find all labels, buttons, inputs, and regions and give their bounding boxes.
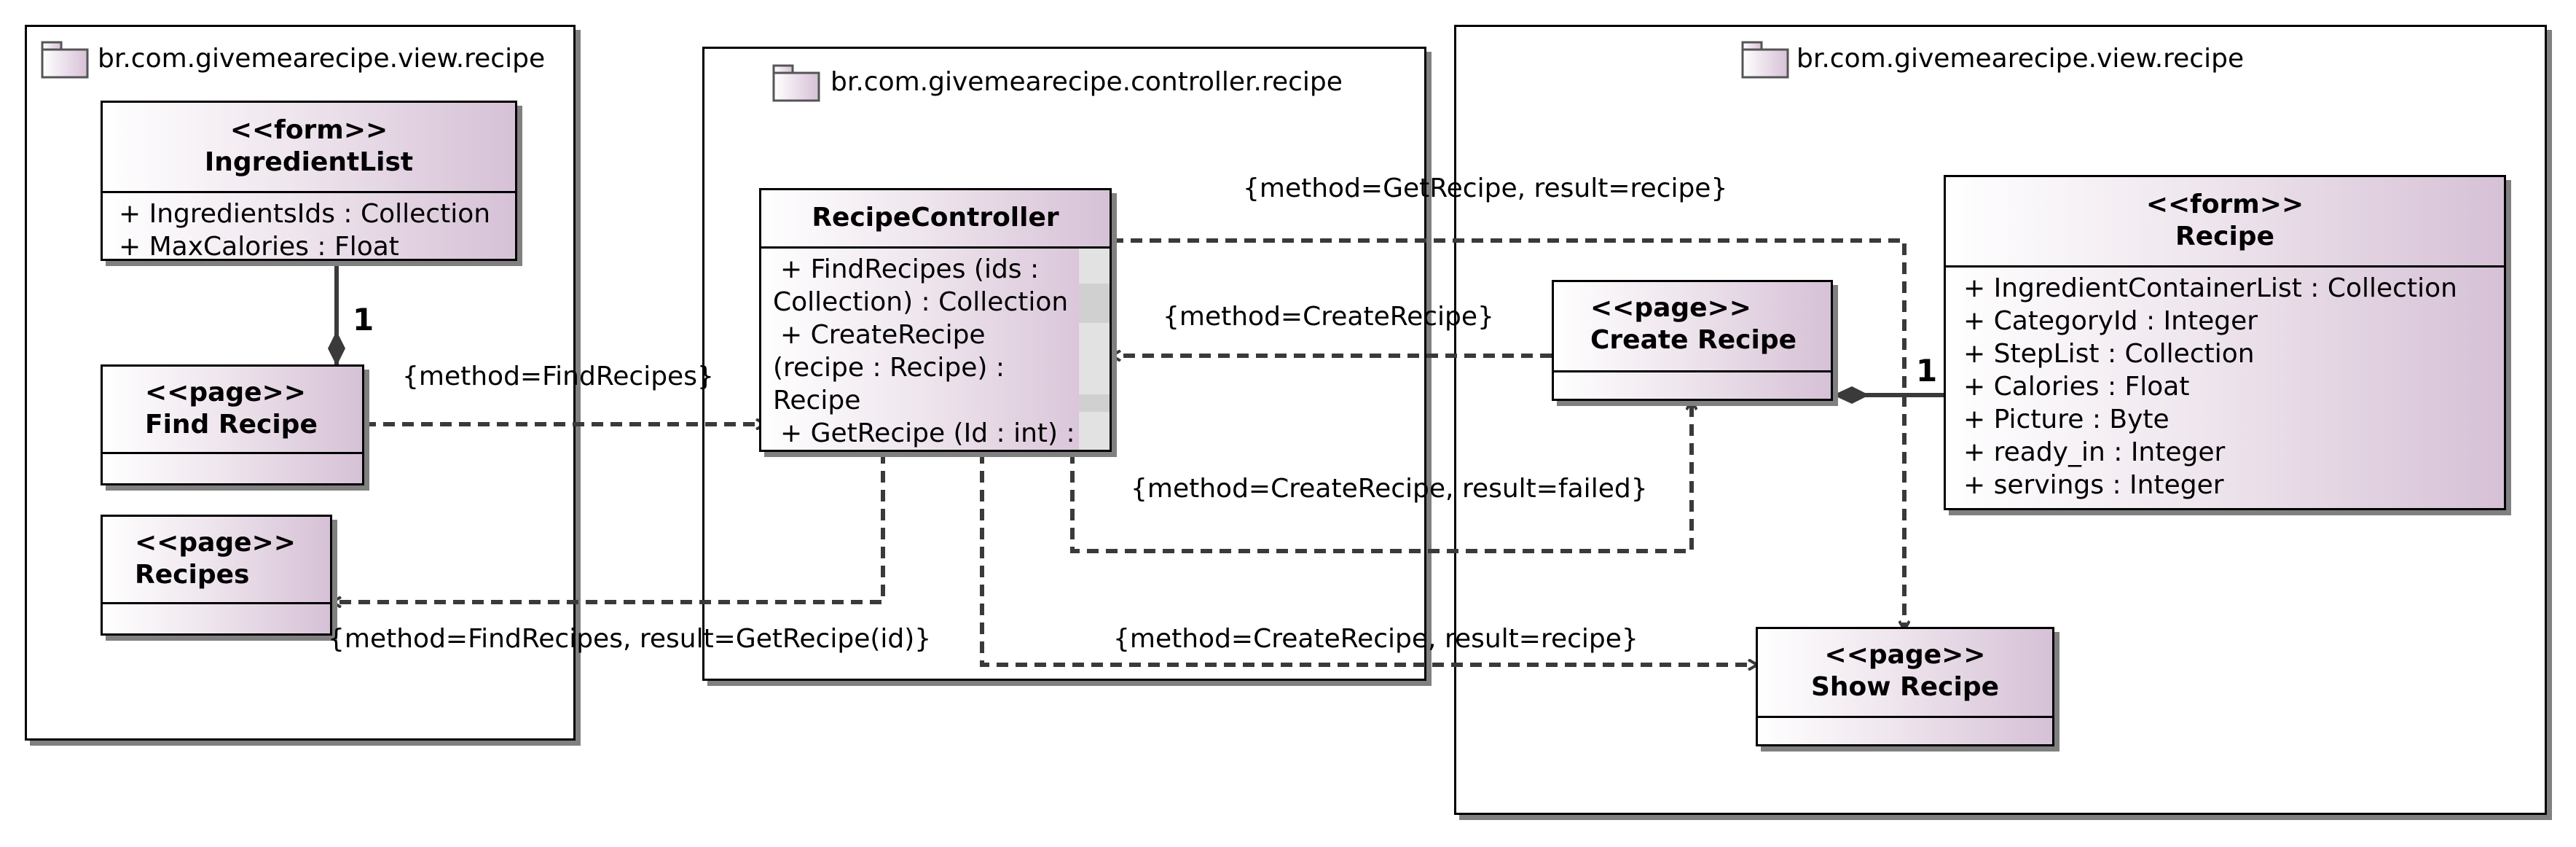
operation: Recipe	[773, 386, 861, 415]
class-recipe-controller[interactable]: RecipeController + FindRecipes (ids : Co…	[759, 188, 1112, 452]
class-stereotype: <<page>>	[145, 378, 306, 407]
operation: (recipe : Recipe) :	[773, 353, 1005, 383]
operation: Collection) : Collection	[773, 287, 1069, 317]
package-icon	[772, 64, 820, 102]
class-create-recipe[interactable]: <<page>> Create Recipe	[1552, 280, 1833, 401]
class-header: <<page>> Find Recipe	[103, 367, 362, 454]
attribute: + Calories : Float	[1963, 372, 2190, 402]
class-header: <<form>> Recipe	[1946, 177, 2504, 268]
class-name: Find Recipe	[145, 410, 318, 440]
class-stereotype: <<page>>	[1824, 640, 1986, 670]
package-title: br.com.givemearecipe.view.recipe	[98, 44, 546, 74]
class-recipes[interactable]: <<page>> Recipes	[101, 515, 332, 636]
relation-label: {method=CreateRecipe}	[1163, 302, 1494, 332]
class-attributes: + IngredientsIds : Collection + MaxCalor…	[103, 193, 515, 263]
composition-diamond	[1833, 386, 1869, 404]
class-find-recipe[interactable]: <<page>> Find Recipe	[101, 364, 364, 485]
class-header: <<page>> Show Recipe	[1758, 629, 2052, 718]
relation-label: {method=CreateRecipe, result=failed}	[1131, 474, 1648, 504]
attribute: + IngredientContainerList : Collection	[1963, 273, 2457, 303]
operations-scrollbar[interactable]	[1079, 249, 1110, 450]
relation-label: {method=FindRecipes}	[402, 362, 714, 391]
attribute: + servings : Integer	[1963, 470, 2224, 500]
dependency-create-recipe-ok	[980, 452, 1757, 665]
class-recipe-form[interactable]: <<form>> Recipe + IngredientContainerLis…	[1944, 175, 2506, 510]
class-header: <<page>> Recipes	[103, 517, 330, 604]
class-name: RecipeController	[812, 203, 1059, 233]
relation-label: {method=CreateRecipe, result=recipe}	[1113, 624, 1638, 654]
attribute: + MaxCalories : Float	[119, 232, 399, 262]
class-attributes: + IngredientContainerList : Collection +…	[1946, 268, 2504, 501]
dependency-get-recipe	[1112, 238, 1904, 630]
class-name: Recipes	[135, 560, 250, 590]
class-name: Create Recipe	[1590, 325, 1797, 355]
class-stereotype: <<form>>	[2145, 190, 2304, 219]
package-title: br.com.givemearecipe.controller.recipe	[830, 67, 1343, 97]
class-stereotype: <<page>>	[135, 528, 296, 558]
multiplicity-label: 1	[1916, 353, 1938, 389]
package-icon	[41, 41, 89, 79]
package-title: br.com.givemearecipe.view.recipe	[1796, 44, 2245, 74]
operation: + GetRecipe (Id : int) :	[780, 418, 1075, 448]
class-show-recipe[interactable]: <<page>> Show Recipe	[1756, 627, 2054, 746]
relation-label: {method=FindRecipes, result=GetRecipe(id…	[328, 624, 932, 654]
attribute: + StepList : Collection	[1963, 339, 2255, 369]
class-name: Recipe	[2175, 222, 2274, 251]
class-header: RecipeController	[761, 190, 1110, 249]
class-header: <<form>> IngredientList	[103, 103, 515, 193]
attribute: + CategoryId : Integer	[1963, 306, 2258, 336]
composition-diamond	[328, 331, 345, 366]
scrollbar-thumb[interactable]	[1079, 394, 1110, 412]
attribute: + ready_in : Integer	[1963, 437, 2226, 467]
scrollbar-thumb[interactable]	[1079, 284, 1110, 323]
attribute: + IngredientsIds : Collection	[119, 199, 491, 229]
class-header: <<page>> Create Recipe	[1554, 282, 1831, 372]
attribute: + Picture : Byte	[1963, 405, 2169, 434]
class-stereotype: <<form>>	[229, 115, 388, 145]
dependency-find-recipes-result	[332, 452, 885, 602]
class-name: Show Recipe	[1810, 672, 2000, 702]
class-ingredient-list[interactable]: <<form>> IngredientList + IngredientsIds…	[101, 101, 517, 263]
operation: + FindRecipes (ids :	[780, 254, 1040, 284]
class-stereotype: <<page>>	[1590, 293, 1751, 323]
package-icon	[1741, 41, 1789, 79]
operation: + CreateRecipe	[780, 320, 986, 350]
class-operations: + FindRecipes (ids : Collection) : Colle…	[761, 249, 1086, 450]
dependency-create-recipe-failed	[1070, 401, 1692, 553]
relation-label: {method=GetRecipe, result=recipe}	[1243, 173, 1728, 203]
class-name: IngredientList	[204, 147, 414, 177]
multiplicity-label: 1	[353, 302, 374, 337]
